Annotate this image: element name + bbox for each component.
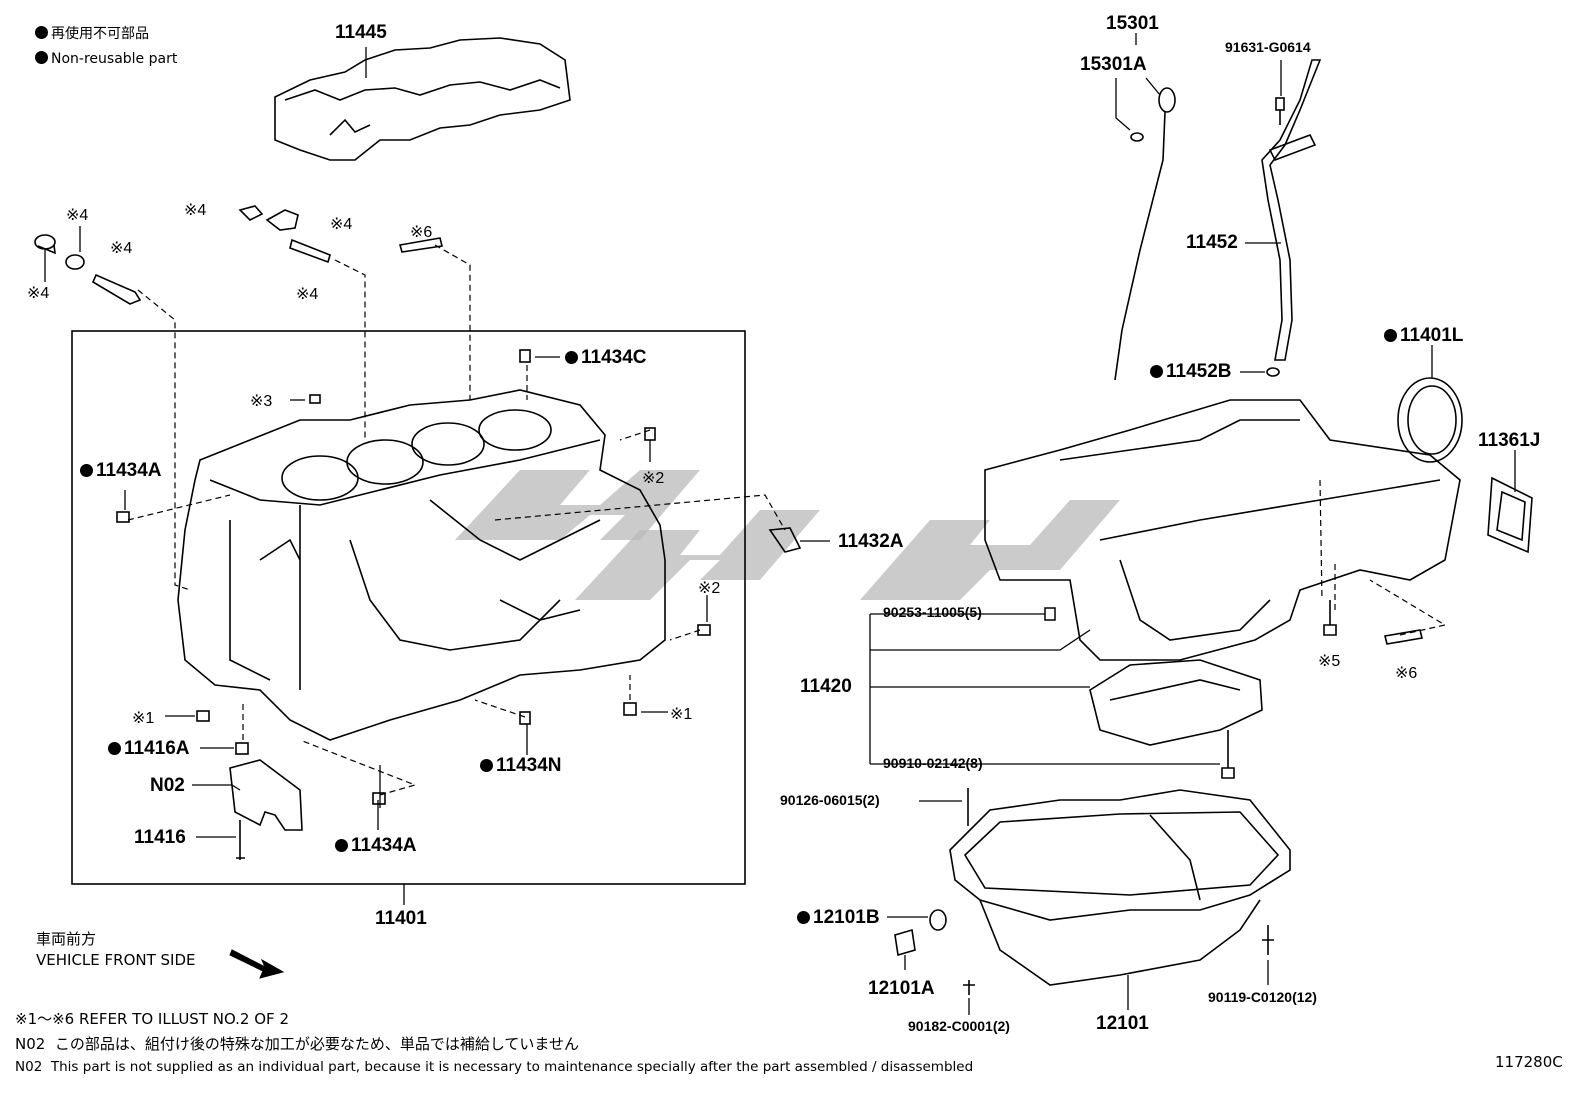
ref-4-c: ※4 xyxy=(27,285,50,302)
label-11361J[interactable]: 11361J xyxy=(1478,430,1541,451)
legend-jp: 再使用不可部品 xyxy=(35,26,149,41)
label-11434N[interactable]: 11434N xyxy=(480,756,562,775)
bearing-cap-part xyxy=(229,759,303,860)
dipstick-part xyxy=(1114,87,1176,381)
label-11434A-bottom[interactable]: 11434A xyxy=(335,836,417,855)
label-12101B[interactable]: 12101B xyxy=(797,908,880,927)
label-11432A[interactable]: 11432A xyxy=(838,531,904,552)
label-15301[interactable]: 15301 xyxy=(1106,13,1159,34)
label-11452[interactable]: 11452 xyxy=(1186,232,1238,253)
oil-pan-upper-part xyxy=(984,399,1461,746)
oil-pan-lower-part xyxy=(949,789,1291,986)
ref-5: ※5 xyxy=(1318,653,1341,670)
bolts-right xyxy=(963,600,1423,995)
front-side-en: VEHICLE FRONT SIDE xyxy=(36,951,196,969)
label-15301A[interactable]: 15301A xyxy=(1080,54,1147,75)
drain-plug-part xyxy=(894,909,947,957)
ref-4-d: ※4 xyxy=(184,202,207,219)
label-90253-11005[interactable]: 90253-11005(5) xyxy=(883,604,982,620)
label-11416[interactable]: 11416 xyxy=(134,827,186,848)
legend-en: Non-reusable part xyxy=(35,51,177,66)
label-11401[interactable]: 11401 xyxy=(375,908,427,929)
label-90910-02142[interactable]: 90910-02142(8) xyxy=(883,755,983,771)
ref-4-b: ※4 xyxy=(110,240,133,257)
ref-3: ※3 xyxy=(250,393,273,410)
label-11452B[interactable]: 11452B xyxy=(1150,362,1232,381)
cylinder-block-frame xyxy=(71,330,746,885)
label-90126-06015[interactable]: 90126-06015(2) xyxy=(780,792,880,808)
footnote-refer: ※1～※6 REFER TO ILLUST NO.2 OF 2 xyxy=(15,1010,289,1028)
dipstick-guide-part xyxy=(1261,59,1322,377)
front-arrow xyxy=(229,949,285,979)
footnote-n02-jp: N02 この部品は、組付け後の特殊な加工が必要なため、単品では補給していません xyxy=(15,1035,579,1053)
ref-4-f: ※4 xyxy=(296,286,319,303)
oil-seal-part xyxy=(1397,377,1463,463)
ref-6-a: ※6 xyxy=(410,224,433,241)
label-12101[interactable]: 12101 xyxy=(1096,1013,1149,1034)
ref-2-a: ※2 xyxy=(642,470,665,487)
ref-1-b: ※1 xyxy=(670,706,693,723)
label-12101A[interactable]: 12101A xyxy=(868,978,935,999)
watermark-logo xyxy=(455,470,1120,600)
label-11420[interactable]: 11420 xyxy=(800,676,852,697)
label-11401L[interactable]: 11401L xyxy=(1384,326,1463,345)
label-11434A-top[interactable]: 11434A xyxy=(80,461,162,480)
seal-plate-part xyxy=(1487,476,1533,554)
ref-2-b: ※2 xyxy=(698,580,721,597)
label-90119-C0120[interactable]: 90119-C0120(12) xyxy=(1208,989,1317,1005)
label-90182-C0001[interactable]: 90182-C0001(2) xyxy=(908,1018,1010,1034)
plug-part xyxy=(768,527,802,553)
label-11434C[interactable]: 11434C xyxy=(565,348,647,367)
footnote-n02-en: N02 This part is not supplied as an indi… xyxy=(15,1059,974,1075)
label-11416A[interactable]: 11416A xyxy=(108,739,190,758)
cylinder-block-part xyxy=(177,389,666,741)
figure-id: 117280C xyxy=(1495,1053,1563,1071)
ref-1-a: ※1 xyxy=(132,710,155,727)
ref-6-b: ※6 xyxy=(1395,665,1418,682)
ref-4-a: ※4 xyxy=(66,207,89,224)
ref-4-e: ※4 xyxy=(330,216,353,233)
label-91631-G0614[interactable]: 91631-G0614 xyxy=(1225,39,1311,55)
bolt-group-top-left xyxy=(34,205,443,305)
front-side-jp: 車両前方 xyxy=(36,930,97,948)
timing-cover-part xyxy=(274,37,571,161)
label-11445[interactable]: 11445 xyxy=(335,22,387,43)
label-N02[interactable]: N02 xyxy=(150,775,185,796)
